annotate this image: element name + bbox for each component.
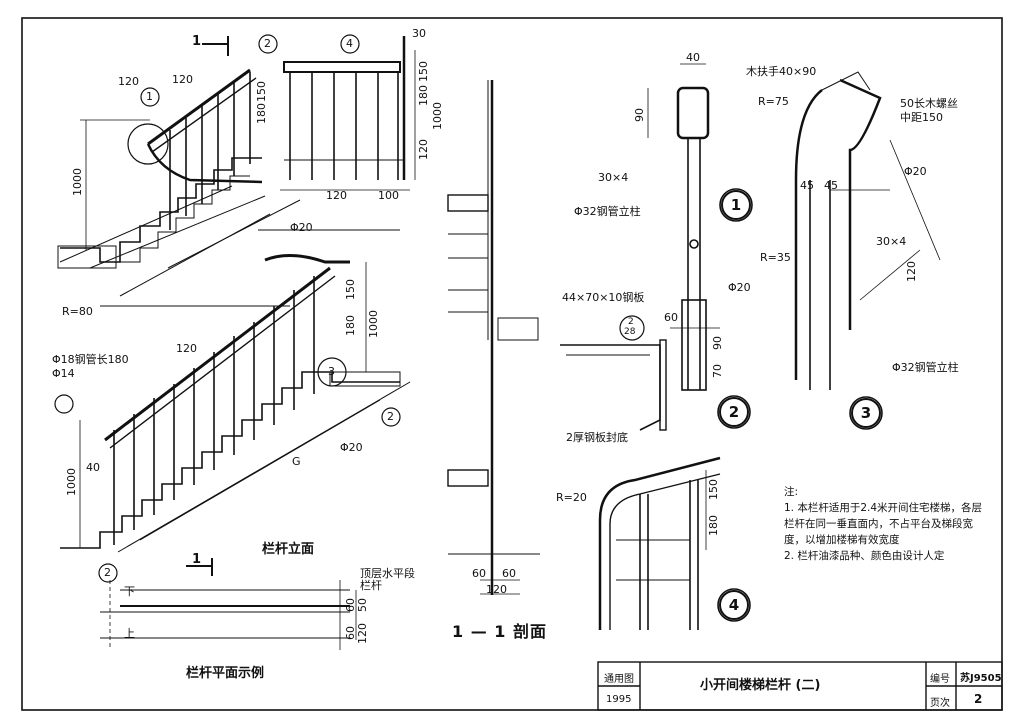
tb-title: 小开间楼梯栏杆 (二): [700, 678, 821, 693]
topview-dim-30: 30: [412, 27, 426, 40]
notes-line-2: 2. 栏杆油漆品种、颜色由设计人定: [784, 550, 945, 562]
plan-title: 栏杆平面示例: [186, 666, 265, 681]
topview-dim-120-a: 120: [417, 139, 430, 160]
steel-tube-label: Φ18钢管长180: [52, 353, 129, 366]
dim-1000-a: 1000: [71, 168, 84, 196]
d2-dim-70: 70: [711, 364, 724, 378]
plan-dim-50: 50: [356, 598, 369, 612]
topview-dim-180: 180: [417, 85, 430, 106]
notes-heading: 注:: [784, 486, 799, 498]
d2-ref-top: 2: [628, 317, 634, 327]
phi20-upper: Φ20: [290, 221, 313, 234]
dim-150-b: 150: [344, 279, 357, 300]
d3-dim-45-a: 45: [800, 179, 814, 192]
elevation-drawing: [54, 34, 411, 583]
d3-handrail-label: 木扶手40×90: [746, 65, 817, 78]
plan-section-mark: 1: [192, 552, 202, 567]
topview-dim-150: 150: [417, 61, 430, 82]
d3-phi20: Φ20: [904, 165, 927, 178]
elevation-title: 栏杆立面: [262, 542, 315, 557]
section-mark-1-top: 1: [192, 34, 202, 49]
dim-120-b: 120: [118, 75, 139, 88]
d4-dim-180: 180: [707, 515, 720, 536]
section-title: 1 — 1 剖面: [452, 622, 547, 641]
detail1-number: 1: [721, 190, 751, 220]
callout-2-bottom-right: 2: [387, 410, 394, 423]
callout-3-mid: 3: [328, 365, 335, 378]
notes-line-1: 1. 本栏杆适用于2.4米开间住宅楼梯，各层栏杆在同一垂直面内，不占平台及梯段宽…: [784, 502, 983, 546]
title-block: [597, 661, 1003, 711]
notes-block: 注: 1. 本栏杆适用于2.4米开间住宅楼梯，各层栏杆在同一垂直面内，不占平台及…: [784, 484, 984, 564]
dim-120-c: 120: [176, 342, 197, 355]
d2-dim-90: 90: [711, 336, 724, 350]
dim-180-b: 180: [344, 315, 357, 336]
tb-page-label: 页次: [930, 698, 950, 709]
plan-drawing: [100, 558, 357, 650]
section-drawing: [447, 80, 540, 595]
d1-flat-bar: 30×4: [598, 171, 629, 184]
d2-ref-bottom: 28: [624, 327, 636, 337]
detail3-number: 3: [851, 398, 881, 428]
d3-dim-120: 120: [905, 261, 918, 282]
phi20-lower: Φ20: [340, 441, 363, 454]
callout-2-bottom-left: 2: [104, 566, 111, 579]
d1-post-label: Φ32钢管立柱: [574, 205, 641, 218]
topview-dim-100: 100: [378, 189, 399, 202]
d2-dim-60: 60: [664, 311, 678, 324]
dim-120-a: 120: [172, 73, 193, 86]
d1-dim-90: 90: [633, 108, 646, 122]
detail2-drawing: [560, 299, 751, 431]
callout-4-top: 4: [346, 37, 353, 50]
section-dim-120: 120: [486, 583, 507, 596]
callout-2-top: 2: [264, 37, 271, 50]
dim-g: G: [292, 455, 301, 468]
tb-page: 2: [974, 692, 983, 706]
tb-general-label: 通用图: [604, 674, 634, 685]
d3-post-label: Φ32钢管立柱: [892, 361, 959, 374]
detail4-drawing: [598, 456, 751, 630]
d3-spacing-label: 中距150: [900, 111, 943, 124]
d2-base-label: 2厚钢板封底: [566, 431, 628, 444]
dim-1000-c: 1000: [65, 468, 78, 496]
section-dim-60-b: 60: [502, 567, 516, 580]
d1-dim-40: 40: [686, 51, 700, 64]
detail2-number: 2: [719, 397, 749, 427]
dim-150-a: 150: [255, 81, 268, 102]
topview-dim-1000: 1000: [431, 102, 444, 130]
d3-radius-35: R=35: [760, 251, 791, 264]
phi14-label: Φ14: [52, 367, 75, 380]
tb-number: 苏J9505: [960, 673, 1002, 684]
plan-down-label: 下: [124, 585, 135, 598]
dim-1000-b: 1000: [367, 310, 380, 338]
callout-1-left: 1: [146, 90, 153, 103]
d3-radius-75: R=75: [758, 95, 789, 108]
detail4-number: 4: [719, 590, 749, 620]
d4-radius-20: R=20: [556, 491, 587, 504]
dim-40: 40: [86, 461, 100, 474]
d3-screw-label: 50长木螺丝: [900, 97, 958, 110]
detail1-drawing: [647, 63, 753, 390]
top-rail-view: [280, 36, 416, 191]
d3-flat-bar: 30×4: [876, 235, 907, 248]
detail3-drawing: [794, 71, 941, 430]
d2-phi20: Φ20: [728, 281, 751, 294]
d2-plate-label: 44×70×10钢板: [562, 291, 645, 304]
d3-dim-45-b: 45: [824, 179, 838, 192]
tb-number-label: 编号: [930, 674, 950, 685]
plan-dim-120: 120: [356, 623, 369, 644]
dim-180-a: 180: [255, 103, 268, 124]
sheet-border: [21, 17, 1003, 711]
section-dim-60-a: 60: [472, 567, 486, 580]
plan-up-label: 上: [124, 627, 135, 640]
plan-top-rail-label: 顶层水平段栏杆: [360, 567, 415, 592]
tb-year: 1995: [606, 694, 632, 705]
radius-80: R=80: [62, 305, 93, 318]
d4-dim-150: 150: [707, 479, 720, 500]
topview-dim-120-b: 120: [326, 189, 347, 202]
